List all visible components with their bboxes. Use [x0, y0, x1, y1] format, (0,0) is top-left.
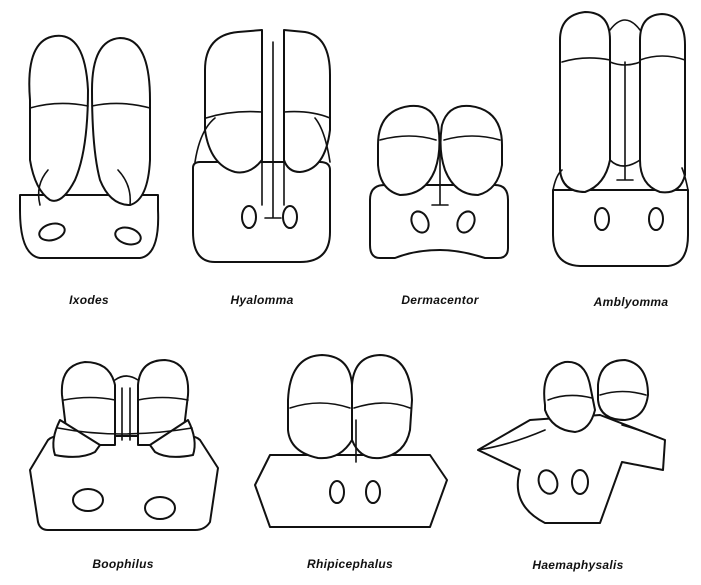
- genus-label-ixodes: Ixodes: [69, 293, 109, 307]
- genus-label-boophilus: Boophilus: [92, 557, 153, 571]
- ixodes-drawing: [20, 36, 158, 258]
- genus-label-haemaphysalis: Haemaphysalis: [532, 558, 623, 572]
- haemaphysalis-drawing: [478, 360, 665, 523]
- dermacentor-drawing: [370, 106, 508, 258]
- genus-label-hyalomma: Hyalomma: [230, 293, 293, 307]
- genus-label-amblyomma: Amblyomma: [594, 295, 669, 309]
- amblyomma-drawing: [553, 12, 688, 266]
- hyalomma-drawing: [193, 30, 330, 262]
- genus-label-dermacentor: Dermacentor: [401, 293, 478, 307]
- rhipicephalus-drawing: [255, 355, 447, 527]
- genus-label-rhipicephalus: Rhipicephalus: [307, 557, 393, 571]
- boophilus-drawing: [30, 360, 218, 530]
